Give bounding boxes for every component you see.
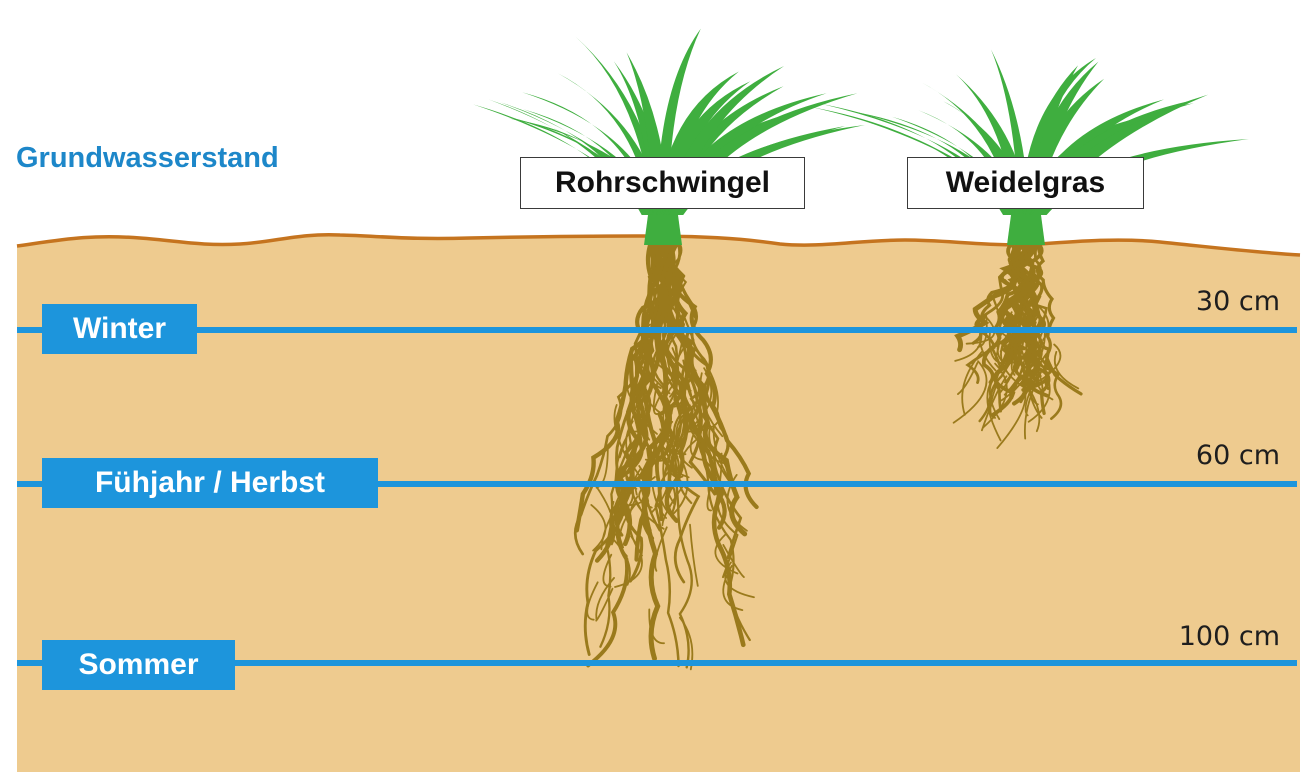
root-branch: [626, 352, 637, 413]
tall-fescue-grass-icon: [473, 28, 865, 245]
root-branch: [714, 533, 739, 575]
root-branch: [1023, 367, 1043, 419]
root-branch: [1023, 368, 1044, 440]
depth-label-60: 60 cm: [1195, 440, 1280, 471]
root-branch: [722, 565, 744, 611]
root-strand: [981, 240, 1030, 385]
ground-surface-line: [16, 232, 1301, 257]
grass-base: [1007, 215, 1045, 245]
root-branch: [619, 501, 638, 557]
root-strand: [971, 240, 1036, 345]
root-strand: [990, 240, 1029, 413]
season-label-summer: Sommer: [42, 640, 235, 690]
plant-label-rohrschwingel: Rohrschwingel: [520, 157, 805, 209]
root-strand: [1017, 240, 1054, 390]
root-branch: [669, 347, 680, 398]
root-strand: [661, 238, 751, 642]
ryegrass-icon: [812, 49, 1249, 245]
rohrschwingel-roots: [573, 237, 759, 671]
root-branch: [961, 351, 983, 416]
grass-base: [644, 215, 682, 245]
root-branch: [1037, 331, 1052, 366]
root-branch: [1027, 358, 1051, 423]
weidelgras-roots: [952, 239, 1083, 449]
root-branch: [1053, 351, 1080, 390]
root-branch: [979, 313, 997, 372]
root-branch: [686, 365, 693, 399]
root-branch: [637, 376, 651, 441]
root-branch: [632, 468, 665, 530]
plant-label-weidelgras: Weidelgras: [907, 157, 1144, 209]
root-branch: [1026, 331, 1036, 392]
root-strand: [658, 238, 693, 505]
root-branch: [977, 314, 988, 348]
root-branch: [722, 544, 745, 578]
season-label-spring-autumn: Fühjahr / Herbst: [42, 458, 378, 508]
depth-label-30: 30 cm: [1195, 286, 1280, 317]
root-branch: [654, 526, 668, 572]
root-branch: [658, 468, 673, 515]
root-branch: [689, 420, 707, 461]
root-strand: [634, 237, 681, 562]
root-branch: [952, 360, 988, 424]
root-strand: [658, 237, 746, 648]
root-branch: [981, 375, 1008, 432]
root-branch: [660, 431, 690, 479]
root-branch: [648, 608, 665, 645]
root-branch: [1032, 310, 1038, 371]
root-branch: [726, 474, 748, 532]
root-branch: [1004, 339, 1022, 384]
root-branch: [688, 367, 713, 430]
root-branch: [586, 581, 599, 621]
root-branch: [1000, 335, 1027, 390]
root-branch: [699, 372, 724, 438]
root-branch: [957, 362, 979, 395]
root-strand: [586, 238, 661, 668]
root-branch: [628, 495, 643, 557]
root-branch: [724, 561, 755, 599]
root-strand: [1023, 240, 1049, 398]
root-branch: [688, 363, 710, 400]
root-branch: [595, 577, 615, 621]
season-label-winter: Winter: [42, 304, 197, 354]
root-branch: [615, 492, 628, 549]
root-branch: [663, 335, 692, 392]
root-branch: [689, 523, 699, 587]
depth-label-100: 100 cm: [1178, 621, 1280, 652]
root-branch: [632, 450, 638, 496]
diagram-title: Grundwasserstand: [16, 142, 279, 174]
root-branch: [1032, 300, 1050, 341]
root-branch: [600, 500, 622, 551]
root-branch: [988, 329, 1015, 365]
root-branch: [989, 383, 998, 419]
